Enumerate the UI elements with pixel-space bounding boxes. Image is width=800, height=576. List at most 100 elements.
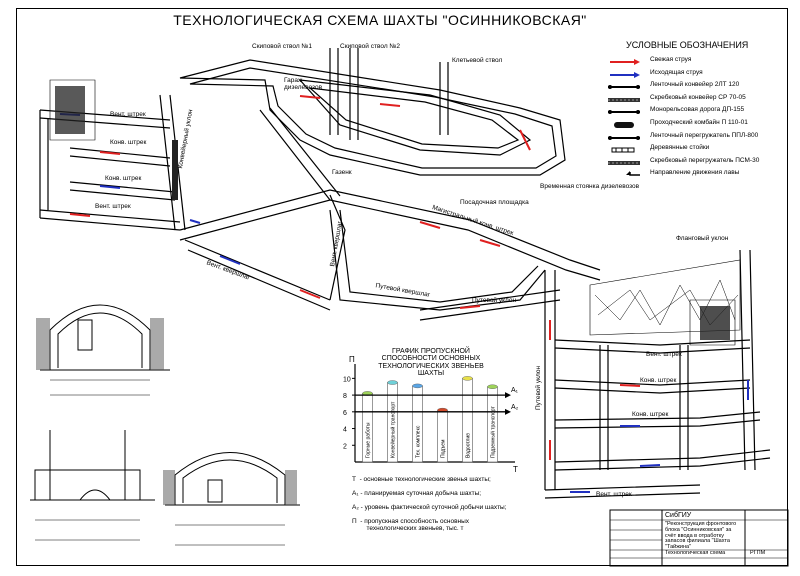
shaft-yard-loop [179,59,566,176]
inner-loop-2 [308,87,520,149]
legend-item-label: Монорельсовая дорога ДП-155 [650,106,745,114]
right-drift-1 [554,339,751,354]
legend-item-label: Направление движения лавы [650,169,740,177]
graph-note: Т - основные технологические звенья шахт… [352,476,491,483]
label-vent-drift: Вент. штрек [110,111,146,118]
bar-category-label: Подземный транспорт [490,406,497,458]
belt-reloader-icon [600,134,644,140]
legend-item-label: Ленточный конвейер 2ЛТ 120 [650,81,740,89]
wooden-props-icon [600,146,644,153]
left-drift-4 [39,209,181,231]
cross-section-1-inner [57,312,143,368]
legend-item-label: Скребковый конвейер СР 70-05 [650,93,746,101]
red-arrow-icon [600,58,644,65]
cross-section-3 [174,452,286,506]
label-conv-drift-2: Конв. штрек [105,175,142,182]
x-axis-label: Т [513,465,518,474]
bar-category-label: Тех. комплекс [416,425,422,458]
cross-section-1 [49,304,151,371]
label-r-conv: Конв. штрек [640,377,677,384]
stamp-sheet-name: Технологическая схема [665,550,726,556]
reference-arrow [505,392,511,399]
label-gazenk: Газенк [332,169,352,176]
legend-item-label: Деревянные стойки [650,144,710,152]
right-vertical-2 [679,345,689,470]
reference-line-label: A₁ [511,387,519,394]
shaft-2-trunk [349,48,359,140]
graph-title: ГРАФИК ПРОПУСКНОЙ СПОСОБНОСТИ ОСНОВНЫХ Т… [378,348,484,378]
label-track-incline-2: Путевой уклон [535,365,542,410]
stamp-org: СибГИУ [665,512,692,519]
y-tick-label: 2 [343,443,347,450]
bar-cap [462,376,473,381]
title-block [609,509,789,567]
label-garage: Гараж дизелевозов [284,77,323,91]
center-cross [329,194,346,301]
y-tick-label: 10 [343,376,351,383]
face-direction-icon [600,171,644,177]
legend-item-label: Свежая струя [650,56,692,63]
bar-cap [487,384,498,389]
left-vertical [39,110,49,218]
legend-title: УСЛОВНЫЕ ОБОЗНАЧЕНИЯ [626,40,749,50]
right-drift-3 [554,411,761,429]
right-vertical-1 [599,345,609,470]
legend-item-label: Ленточный перегружатель ППЛ-800 [650,131,759,139]
label-vent-drift-2: Вент. штрек [95,203,131,210]
label-track-incline: Путевой уклон [472,297,517,304]
label-shaft-1: Скиповой ствол №1 [252,43,313,50]
y-tick-label: 4 [343,427,347,434]
legend-item-label: Исходящая струя [650,68,703,76]
graph-note: А₂ - уровень фактической суточной добычи… [352,504,507,511]
label-loading-area: Посадочная площадка [460,199,529,206]
drawing-frame [16,8,788,566]
y-axis-label: П [349,355,355,364]
bar-category-label: Горные работы [366,422,372,458]
reference-line-label: A₂ [511,404,519,411]
reference-arrow [505,408,511,415]
monorail-icon [600,108,644,115]
shaft-yard-loop-inner [189,67,557,169]
label-temp-station: Временная стоянка дизелевозов [540,183,640,190]
label-shaft-2: Скиповой ствол №2 [340,43,401,50]
cage-shaft-trunk [439,62,449,135]
y-tick-label: 8 [343,393,347,400]
graph-note: П - пропускная способность основных техн… [352,518,470,533]
scraper-reloader-icon [600,159,644,165]
scraper-conveyor-icon [600,96,644,102]
graph-note: А₁ - планируемая суточная добыча шахты; [352,490,482,497]
flank-incline [739,249,756,471]
label-cage-shaft: Клетьевой ствол [452,57,503,64]
bar-category-label: Водоотлив [466,433,472,458]
drawing-title: ТЕХНОЛОГИЧЕСКАЯ СХЕМА ШАХТЫ "ОСИННИКОВСК… [173,12,587,28]
blue-arrow-icon [600,71,644,78]
left-hatched-block [49,79,96,141]
track-incline [419,289,561,321]
stamp-group: РГПМ [750,550,766,556]
label-flank-incline: Фланговый уклон [676,235,729,242]
goaf-area [589,259,741,336]
bar-cap [387,380,398,385]
cross-section-2 [34,469,141,501]
inner-loop [298,79,532,156]
label-r-conv-2: Конв. штрек [632,411,669,418]
track-crosscut-loop [329,209,546,311]
label-r-vent-2: Вент. штрек [596,491,632,498]
left-drift-2 [69,147,171,167]
heading-machine-icon [600,121,644,128]
stamp-desc: "Реконструкция фронтового блока "Осинник… [665,521,737,551]
right-drift-2 [554,379,751,394]
bar-category-label: Подъем [441,439,447,458]
legend-item-label: Проходческий комбайн П 110-01 [650,119,748,126]
right-drift-4 [554,449,771,471]
vent-crosscut [184,239,331,311]
label-conv-drift: Конв. штрек [110,139,147,146]
right-face-block [689,299,736,346]
label-r-vent: Вент. штрек [646,351,682,358]
main-conveyor-drift [179,189,601,281]
bar-cap [412,383,423,389]
belt-conveyor-icon [600,83,644,90]
